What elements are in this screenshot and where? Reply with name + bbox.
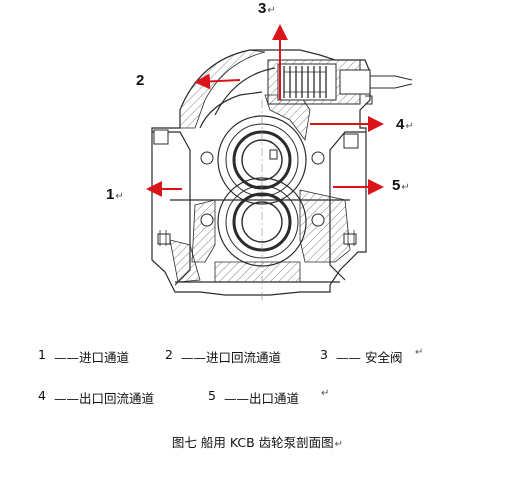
legend-text-5: ——出口通道	[224, 391, 300, 406]
callout-1: 1↵	[106, 186, 124, 203]
legend-text-4: ——出口回流通道	[54, 391, 155, 406]
caption-text: 图七 船用 KCB 齿轮泵剖面图	[171, 435, 334, 450]
caption-mark: ↵	[334, 439, 344, 450]
callout-2: 2	[136, 72, 145, 89]
legend-row-1: 1 ——进口通道 2 ——进口回流通道 3 —— 安全阀 ↵	[38, 347, 438, 365]
safety-valve	[267, 59, 413, 105]
legend-text-3: —— 安全阀	[336, 350, 403, 365]
legend-text-2: ——进口回流通道	[181, 350, 282, 365]
legend-text-1: ——进口通道	[54, 350, 130, 365]
legend-num-4: 4	[38, 388, 46, 403]
legend-row-2-mark: ↵	[321, 388, 330, 399]
legend-num-3: 3	[320, 347, 328, 362]
flow-arrows	[146, 24, 384, 197]
arrow-inlet-return-channel	[194, 73, 241, 90]
legend-row-1-mark: ↵	[415, 347, 424, 358]
callout-5: 5↵	[392, 177, 410, 194]
legend-num-5: 5	[208, 388, 216, 403]
hatched-walls	[169, 49, 351, 283]
figure-caption: 图七 船用 KCB 齿轮泵剖面图↵	[0, 432, 515, 451]
callout-3: 3↵	[258, 0, 276, 17]
bolt-holes	[153, 129, 359, 246]
callout-4: 4↵	[396, 116, 414, 133]
legend-num-2: 2	[165, 347, 173, 362]
legend-row-2: 4 ——出口回流通道 5 ——出口通道 ↵	[38, 388, 338, 406]
legend-num-1: 1	[38, 347, 46, 362]
